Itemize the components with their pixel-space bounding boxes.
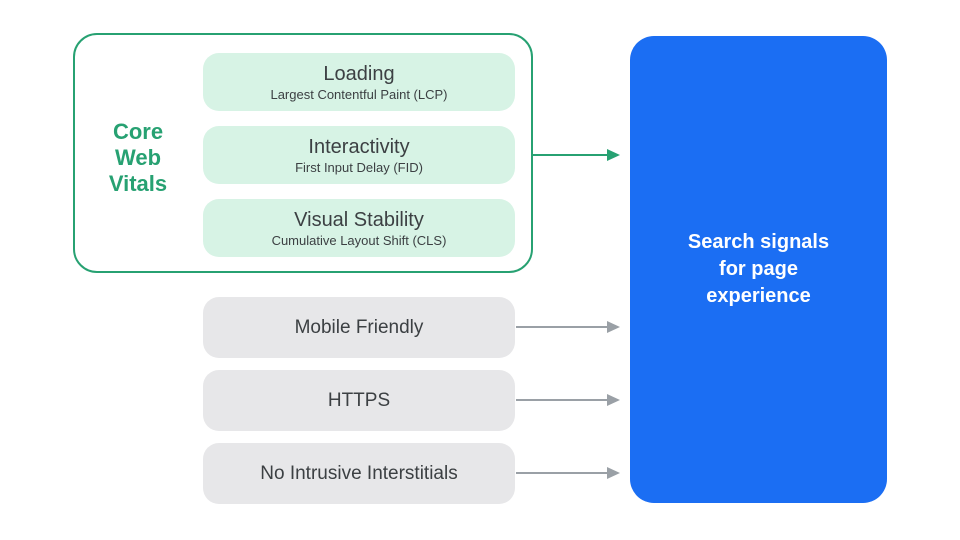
vital-title-loading: Loading — [323, 62, 395, 85]
signal-card-mobile-friendly: Mobile Friendly — [203, 297, 515, 358]
signal-label-no-intrusive-interstitials: No Intrusive Interstitials — [260, 463, 458, 484]
core-web-vitals-label: Core Web Vitals — [108, 119, 168, 196]
vital-subtitle-lcp: Largest Contentful Paint (LCP) — [270, 86, 448, 102]
vital-subtitle-fid: First Input Delay (FID) — [295, 159, 423, 175]
core-vitals-arrow-icon — [533, 149, 620, 161]
mobile-friendly-arrow-icon — [516, 321, 620, 333]
vital-card-loading: Loading Largest Contentful Paint (LCP) — [203, 53, 515, 111]
signal-card-https: HTTPS — [203, 370, 515, 431]
vital-title-visual-stability: Visual Stability — [294, 208, 424, 231]
search-signals-panel: Search signals for page experience — [630, 36, 887, 503]
vital-title-interactivity: Interactivity — [308, 135, 410, 158]
vital-card-visual-stability: Visual Stability Cumulative Layout Shift… — [203, 199, 515, 257]
signal-label-mobile-friendly: Mobile Friendly — [294, 317, 424, 338]
https-arrow-icon — [516, 394, 620, 406]
no-intrusive-interstitials-arrow-icon — [516, 467, 620, 479]
signal-label-https: HTTPS — [327, 390, 391, 411]
vital-card-interactivity: Interactivity First Input Delay (FID) — [203, 126, 515, 184]
vital-subtitle-cls: Cumulative Layout Shift (CLS) — [271, 232, 447, 248]
search-signals-label: Search signals for page experience — [687, 231, 830, 307]
signal-card-no-intrusive-interstitials: No Intrusive Interstitials — [203, 443, 515, 504]
